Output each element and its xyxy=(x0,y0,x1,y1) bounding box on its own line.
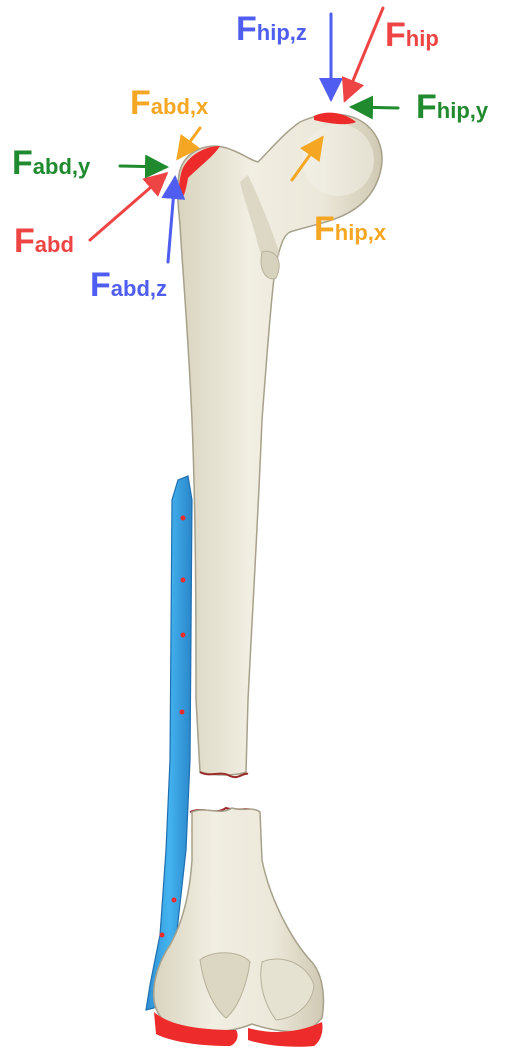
label-f-hip-z: Fhip,z xyxy=(236,12,307,46)
label-f-hip-x: Fhip,x xyxy=(314,212,386,246)
label-f-hip-y-main: F xyxy=(416,88,437,126)
arrow-f-hip-y xyxy=(352,107,398,108)
label-f-hip-y: Fhip,y xyxy=(416,90,488,124)
label-f-abd-z-sub: abd,z xyxy=(111,276,167,301)
arrow-f-hip xyxy=(345,8,383,100)
label-f-abd-main: F xyxy=(14,222,35,260)
label-f-abd: Fabd xyxy=(14,224,74,258)
label-f-abd-x-main: F xyxy=(130,84,151,122)
label-f-abd-y: Fabd,y xyxy=(12,146,90,180)
label-f-abd-x: Fabd,x xyxy=(130,86,208,120)
label-f-hip-sub: hip xyxy=(406,26,439,51)
arrow-f-abd xyxy=(90,174,166,240)
arrow-f-abd-y xyxy=(120,166,166,167)
arrow-f-abd-z xyxy=(168,178,175,262)
label-f-hip-main: F xyxy=(385,16,406,54)
label-f-abd-sub: abd xyxy=(35,232,74,257)
label-f-abd-y-sub: abd,y xyxy=(33,154,90,179)
label-f-hip: Fhip xyxy=(385,18,439,52)
label-f-hip-y-sub: hip,y xyxy=(437,98,488,123)
label-f-hip-z-sub: hip,z xyxy=(257,20,307,45)
fracture-site xyxy=(190,772,258,812)
label-f-abd-y-main: F xyxy=(12,144,33,182)
label-f-abd-x-sub: abd,x xyxy=(151,94,208,119)
label-f-hip-x-sub: hip,x xyxy=(335,220,386,245)
label-f-abd-z-main: F xyxy=(90,266,111,304)
label-f-abd-z: Fabd,z xyxy=(90,268,167,302)
label-f-hip-x-main: F xyxy=(314,210,335,248)
label-f-hip-z-main: F xyxy=(236,10,257,48)
